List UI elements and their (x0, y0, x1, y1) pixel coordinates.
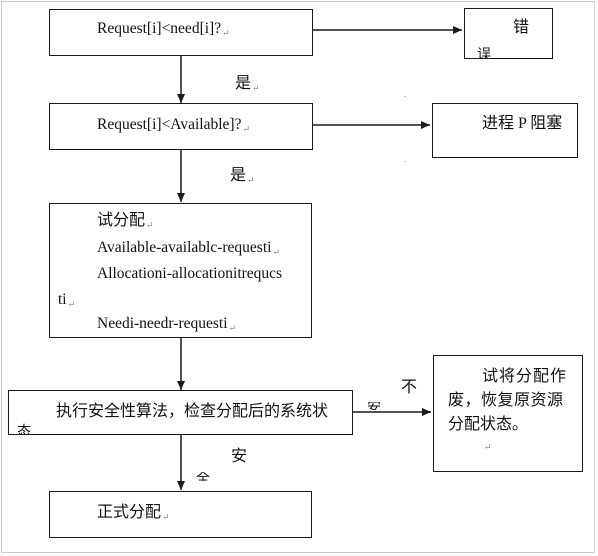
check-need-box: Request[i]<need[i]?↵ (49, 9, 313, 56)
paragraph-mark: ↵ (272, 247, 280, 257)
unsafe-label-line2: 安 (367, 402, 381, 410)
error-label-line1: 错 (513, 19, 530, 36)
safe-label-line2: 全 (196, 472, 210, 481)
paragraph-mark: ↵ (484, 442, 492, 452)
safe-label-line1: 安 (231, 448, 248, 465)
rollback-line1: 试将分配作 (482, 368, 568, 385)
safety-check-box: 执行安全性算法，检查分配后的系统状 态 (8, 390, 353, 435)
blocked-label: 进程 P 阻塞 (482, 115, 563, 132)
paragraph-mark: ↵ (242, 124, 250, 134)
paragraph-mark: ↵ (162, 512, 170, 522)
trial-allocation-box: 试分配↵ Available-availablc-requesti↵ Alloc… (49, 203, 312, 338)
check-available-box: Request[i]<Available]?↵ (49, 103, 313, 150)
rollback-line2: 废，恢复原资源 (448, 392, 564, 409)
paragraph-mark: ↵ (67, 299, 76, 309)
rollback-line3: 分配状态。 (448, 416, 529, 433)
paragraph-mark: ↵ (228, 323, 237, 333)
formal-allocation-label: 正式分配 (97, 504, 162, 521)
paragraph-mark: ↵ (247, 175, 255, 185)
trial-line-need: Needi-needr-requesti (97, 315, 228, 332)
trial-line-allocation-wrap: ti (58, 291, 67, 308)
yes-label-2: 是 (230, 167, 247, 184)
safety-check-overflow: 态 (17, 425, 31, 435)
blocked-box: 进程 P 阻塞 (432, 103, 578, 158)
safe-label-line2-wrap: 全 (196, 472, 212, 481)
check-need-label: Request[i]<need[i]? (97, 20, 222, 37)
yes-label-1: 是 (235, 75, 252, 92)
safety-check-label: 执行安全性算法，检查分配后的系统状 (56, 403, 329, 420)
paragraph-mark: ↵ (146, 220, 154, 230)
paragraph-mark: ↵ (222, 28, 230, 38)
error-label-line2: 误 (477, 48, 491, 59)
error-box: 错 误 (464, 8, 553, 59)
check-available-label: Request[i]<Available]? (97, 116, 242, 133)
trial-title: 试分配 (97, 212, 146, 229)
formal-allocation-box: 正式分配↵ (49, 491, 312, 538)
rollback-box: 试将分配作 废，恢复原资源 分配状态。 ↵ (433, 355, 583, 472)
dot-mark-2: . (404, 155, 406, 164)
paragraph-mark: ↵ (252, 83, 260, 93)
trial-line-available: Available-availablc-requesti (97, 239, 272, 256)
unsafe-label-line1: 不 (401, 379, 418, 396)
dot-mark-1: . (404, 90, 406, 99)
unsafe-label-line2-wrap: 安 (367, 402, 395, 410)
trial-line-allocation: Allocationi-allocationitrequcs (97, 265, 283, 282)
